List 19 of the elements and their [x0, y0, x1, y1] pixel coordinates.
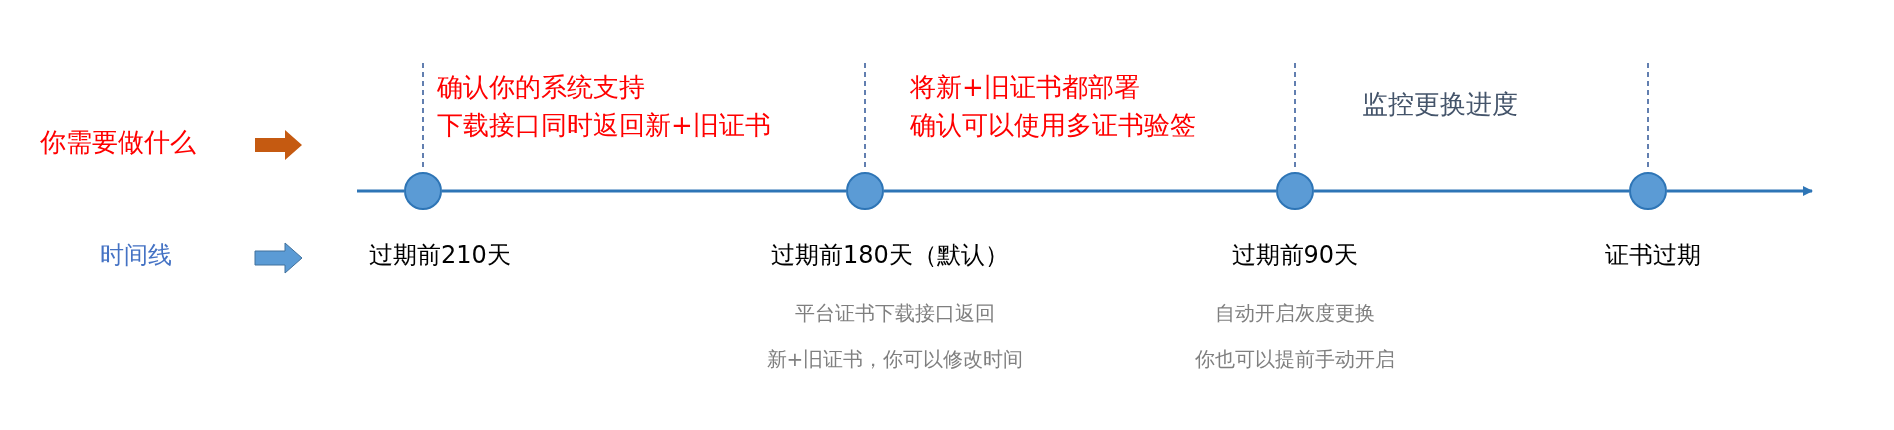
row-label: 时间线 [100, 240, 172, 271]
timeline-marker [1276, 172, 1314, 210]
date-label: 过期前180天（默认） [771, 240, 1009, 271]
timeline-line [1667, 186, 1813, 196]
note-text: 自动开启灰度更换你也可以提前手动开启 [1195, 300, 1395, 373]
date-label: 过期前90天 [1231, 240, 1359, 271]
note-text: 平台证书下载接口返回新+旧证书，你可以修改时间 [766, 300, 1024, 373]
timeline-line [884, 189, 1276, 193]
timeline-line [1314, 189, 1629, 193]
timeline-line [442, 189, 846, 193]
row-label: 你需要做什么 [40, 126, 196, 159]
date-label: 证书过期 [1605, 240, 1701, 271]
date-label: 过期前210天 [369, 240, 511, 271]
task-text: 监控更换进度 [1362, 88, 1518, 121]
timeline-marker [1629, 172, 1667, 210]
timeline-marker [404, 172, 442, 210]
timeline-marker [846, 172, 884, 210]
task-text: 将新+旧证书都部署确认可以使用多证书验签 [910, 71, 1196, 142]
task-text: 确认你的系统支持下载接口同时返回新+旧证书 [437, 71, 771, 142]
